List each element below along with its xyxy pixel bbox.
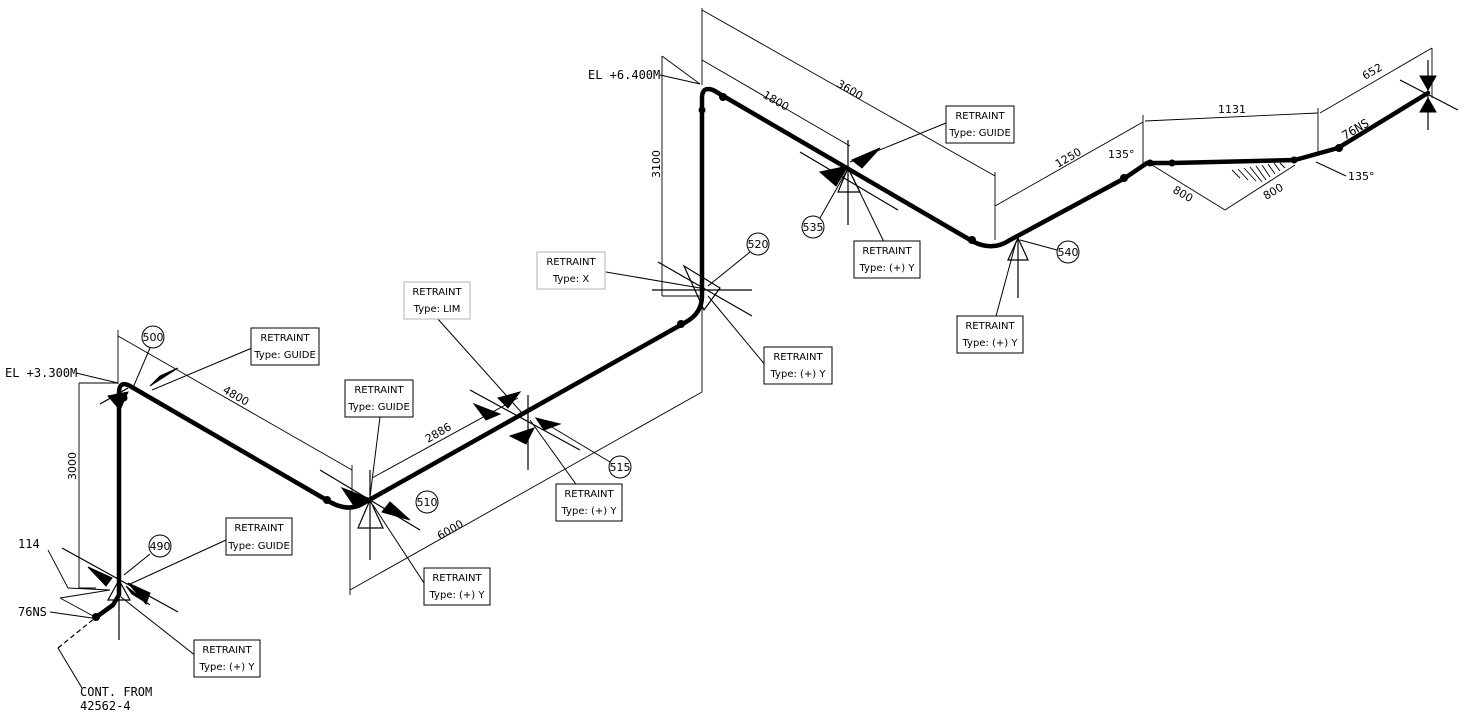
elevation-lower: EL +3.300M [5, 366, 77, 380]
restraint-type: Type: (+) Y [770, 369, 827, 380]
node-510: 510 [417, 496, 438, 509]
hatch-pattern [1231, 162, 1286, 183]
dim-800-left: 800 [1171, 183, 1196, 205]
dim-4800: 4800 [221, 383, 252, 408]
restraint-type: Type: X [552, 274, 590, 285]
node-circle-515 [608, 455, 632, 479]
continuation-line-2: 42562-4 [80, 699, 131, 713]
restraint-title: RETRAINT [564, 489, 614, 500]
restraint-type: Type: (+) Y [429, 590, 486, 601]
restraint-title: RETRAINT [412, 287, 462, 298]
restraint-title: RETRAINT [546, 257, 596, 268]
restraint-box-520-y: RETRAINT Type: (+) Y [763, 346, 833, 385]
node-500: 500 [143, 331, 164, 344]
restraint-box-500-guide: RETRAINT Type: GUIDE [250, 327, 320, 366]
restraint-box-520-x: RETRAINT Type: X [536, 251, 606, 290]
dim-1131: 1131 [1218, 103, 1246, 116]
restraint-title: RETRAINT [862, 246, 912, 257]
continuation-dashed-line [57, 617, 96, 649]
restraint-type: Type: GUIDE [253, 350, 316, 361]
weld-dot [92, 613, 100, 621]
restraint-box-535-y: RETRAINT Type: (+) Y [853, 240, 921, 279]
restraint-box-490-y: RETRAINT Type: (+) Y [193, 639, 261, 678]
weld-dot [1168, 159, 1176, 167]
weld-dot [719, 93, 727, 101]
restraint-title: RETRAINT [965, 321, 1015, 332]
restraint-type: Type: (+) Y [199, 662, 256, 673]
elevation-upper: EL +6.400M [588, 68, 660, 82]
node-540: 540 [1058, 246, 1079, 259]
weld-dot [677, 320, 685, 328]
weld-dot [968, 236, 976, 244]
restraint-box-535-guide: RETRAINT Type: GUIDE [945, 105, 1015, 144]
restraint-box-510-guide: RETRAINT Type: GUIDE [344, 379, 414, 418]
restraint-box-515-y: RETRAINT Type: (+) Y [555, 483, 623, 522]
dim-114: 114 [18, 537, 40, 551]
angle-135-right: 135° [1348, 170, 1375, 183]
restraint-type: Type: GUIDE [948, 128, 1011, 139]
restraint-type: Type: GUIDE [227, 541, 290, 552]
node-circle-520 [746, 232, 770, 256]
restraint-title: RETRAINT [773, 352, 823, 363]
node-circle-535 [801, 215, 825, 239]
weld-dot [1335, 144, 1343, 152]
restraint-title: RETRAINT [432, 573, 482, 584]
restraint-type: Type: (+) Y [561, 506, 618, 517]
continuation-line-1: CONT. FROM [80, 685, 152, 699]
dim-6000: 6000 [435, 517, 466, 542]
dimension-lines [47, 8, 1433, 618]
node-520: 520 [748, 238, 769, 251]
elevation-labels: EL +3.300M EL +6.400M 76NS CONT. FROM 42… [5, 68, 701, 713]
node-circle-490 [148, 534, 172, 558]
pipe-segment-lower [92, 86, 1431, 621]
weld-dot [323, 496, 331, 504]
restraint-type: Type: (+) Y [859, 263, 916, 274]
restraint-type: Type: GUIDE [347, 402, 410, 413]
pipe-size-left: 76NS [18, 605, 47, 619]
restraint-leaders [120, 122, 1017, 657]
restraint-title: RETRAINT [354, 385, 404, 396]
restraint-box-515-lim: RETRAINT Type: LIM [403, 281, 471, 320]
weld-dot [698, 106, 706, 114]
restraint-box-540-y: RETRAINT Type: (+) Y [956, 315, 1024, 354]
restraint-title: RETRAINT [955, 111, 1005, 122]
restraint-box-490-guide: RETRAINT Type: GUIDE [225, 517, 293, 556]
dim-3600: 3600 [835, 77, 866, 102]
weld-dot [1146, 159, 1154, 167]
dim-1800: 1800 [761, 88, 792, 113]
node-515: 515 [610, 461, 631, 474]
dim-652: 652 [1360, 61, 1385, 83]
node-circle-510 [415, 490, 439, 514]
dim-1250: 1250 [1053, 145, 1084, 170]
restraint-title: RETRAINT [234, 523, 284, 534]
pipe-route [57, 86, 1431, 649]
node-535: 535 [803, 221, 824, 234]
restraint-title: RETRAINT [260, 333, 310, 344]
weld-dot [1290, 156, 1298, 164]
dim-3100: 3100 [650, 150, 663, 178]
node-490: 490 [150, 540, 171, 553]
node-circle-500 [141, 325, 165, 349]
restraint-symbols [61, 60, 1459, 640]
node-markers: 490 500 510 515 520 535 540 [123, 171, 1080, 576]
angle-135-left: 135° [1108, 148, 1135, 161]
weld-dot [1120, 174, 1128, 182]
dim-3000: 3000 [66, 452, 79, 480]
restraint-type: Type: (+) Y [962, 338, 1019, 349]
restraint-box-510-y: RETRAINT Type: (+) Y [423, 567, 491, 606]
restraint-type: Type: LIM [413, 304, 461, 315]
node-circle-540 [1056, 240, 1080, 264]
restraint-title: RETRAINT [202, 645, 252, 656]
